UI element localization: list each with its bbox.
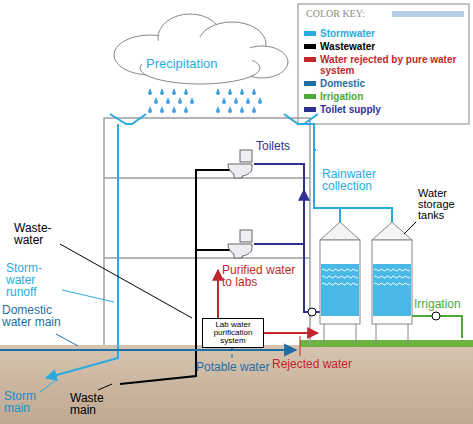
legend-heading: COLOR KEY: <box>306 9 365 19</box>
leader-lines <box>40 244 300 392</box>
raindrop <box>228 106 232 113</box>
raindrop <box>258 97 262 104</box>
raindrop <box>184 88 188 95</box>
raindrop <box>154 97 158 104</box>
tank-waves <box>322 269 410 285</box>
callout-label: Toilets <box>256 140 290 152</box>
raindrop <box>228 88 232 95</box>
legend-text: Irrigation <box>320 91 363 102</box>
grass <box>300 340 473 347</box>
tank-label: Water storage tanks <box>418 188 472 221</box>
legend-text: Water rejected by pure water system <box>320 54 464 76</box>
raindrop <box>184 106 188 113</box>
legend-swatch <box>304 44 316 49</box>
tank-leader <box>404 222 416 234</box>
raindrop <box>240 88 244 95</box>
legend-swatch <box>304 107 316 112</box>
tank <box>320 222 412 345</box>
legend-text: Domestic <box>320 78 365 89</box>
stormwater-pipes <box>46 124 392 378</box>
water-wave <box>322 283 358 285</box>
color-key: StormwaterWastewaterWater rejected by pu… <box>304 26 464 117</box>
legend-swatch <box>304 81 316 86</box>
raindrop <box>252 106 256 113</box>
callout-label: Rainwater collection <box>322 168 392 192</box>
legend-text: Toilet supply <box>320 104 381 115</box>
callout-label: Domestic water main <box>2 304 70 328</box>
purified-water-pipe <box>217 270 219 318</box>
raindrop <box>148 106 152 113</box>
rain <box>148 88 262 113</box>
legend-swatch <box>304 94 316 99</box>
raindrop <box>160 88 164 95</box>
callout-label: Rejected water <box>272 358 352 370</box>
raindrop <box>246 97 250 104</box>
box-text: Lab water purification system <box>205 321 261 345</box>
callout-label: Waste main <box>70 392 108 416</box>
ground <box>0 345 473 424</box>
process-box: Lab water purification system <box>202 318 264 348</box>
legend-entry: Water rejected by pure water system <box>304 54 464 76</box>
raindrop <box>172 106 176 113</box>
raindrop <box>222 97 226 104</box>
legend-swatch <box>304 31 316 36</box>
legend-entry: Toilet supply <box>304 104 464 115</box>
waste-pipes <box>120 170 230 384</box>
gutters <box>110 114 318 124</box>
legend-text: Stormwater <box>320 28 375 39</box>
callout-label: Waste- water <box>14 222 58 246</box>
water-wave <box>374 276 410 278</box>
raindrop <box>234 97 238 104</box>
raindrop <box>240 106 244 113</box>
water-wave <box>322 269 358 271</box>
raindrop <box>160 106 164 113</box>
raindrop <box>178 97 182 104</box>
toilet-icon <box>228 150 252 258</box>
water-wave <box>322 276 358 278</box>
water-wave <box>374 283 410 285</box>
key-bar <box>392 11 464 17</box>
water-wave <box>374 269 410 271</box>
callout-label: Storm- water runoff <box>6 262 62 298</box>
raindrop <box>172 88 176 95</box>
callout-label: Irrigation <box>414 298 461 310</box>
key-box <box>298 4 469 124</box>
legend-entry: Wastewater <box>304 41 464 52</box>
callout-label: Purified water to labs <box>222 264 300 288</box>
callout-label: Potable water <box>196 361 269 373</box>
legend-entry: Irrigation <box>304 91 464 102</box>
toilet-supply-pipes <box>254 164 322 312</box>
callout-label: Precipitation <box>146 57 218 70</box>
cloud-fill <box>135 37 255 73</box>
raindrop <box>216 88 220 95</box>
legend-entry: Domestic <box>304 78 464 89</box>
raindrop <box>252 88 256 95</box>
raindrop <box>216 106 220 113</box>
callout-label: Storm main <box>4 390 40 414</box>
building <box>104 118 310 345</box>
clouds <box>114 14 288 84</box>
raindrop <box>166 97 170 104</box>
legend-entry: Stormwater <box>304 28 464 39</box>
raindrop <box>148 88 152 95</box>
tank-group: Water storage tanks <box>318 222 414 345</box>
rejected-water-pipe <box>264 332 318 334</box>
raindrop <box>190 97 194 104</box>
legend-text: Wastewater <box>320 41 375 52</box>
legend-swatch <box>304 57 316 62</box>
